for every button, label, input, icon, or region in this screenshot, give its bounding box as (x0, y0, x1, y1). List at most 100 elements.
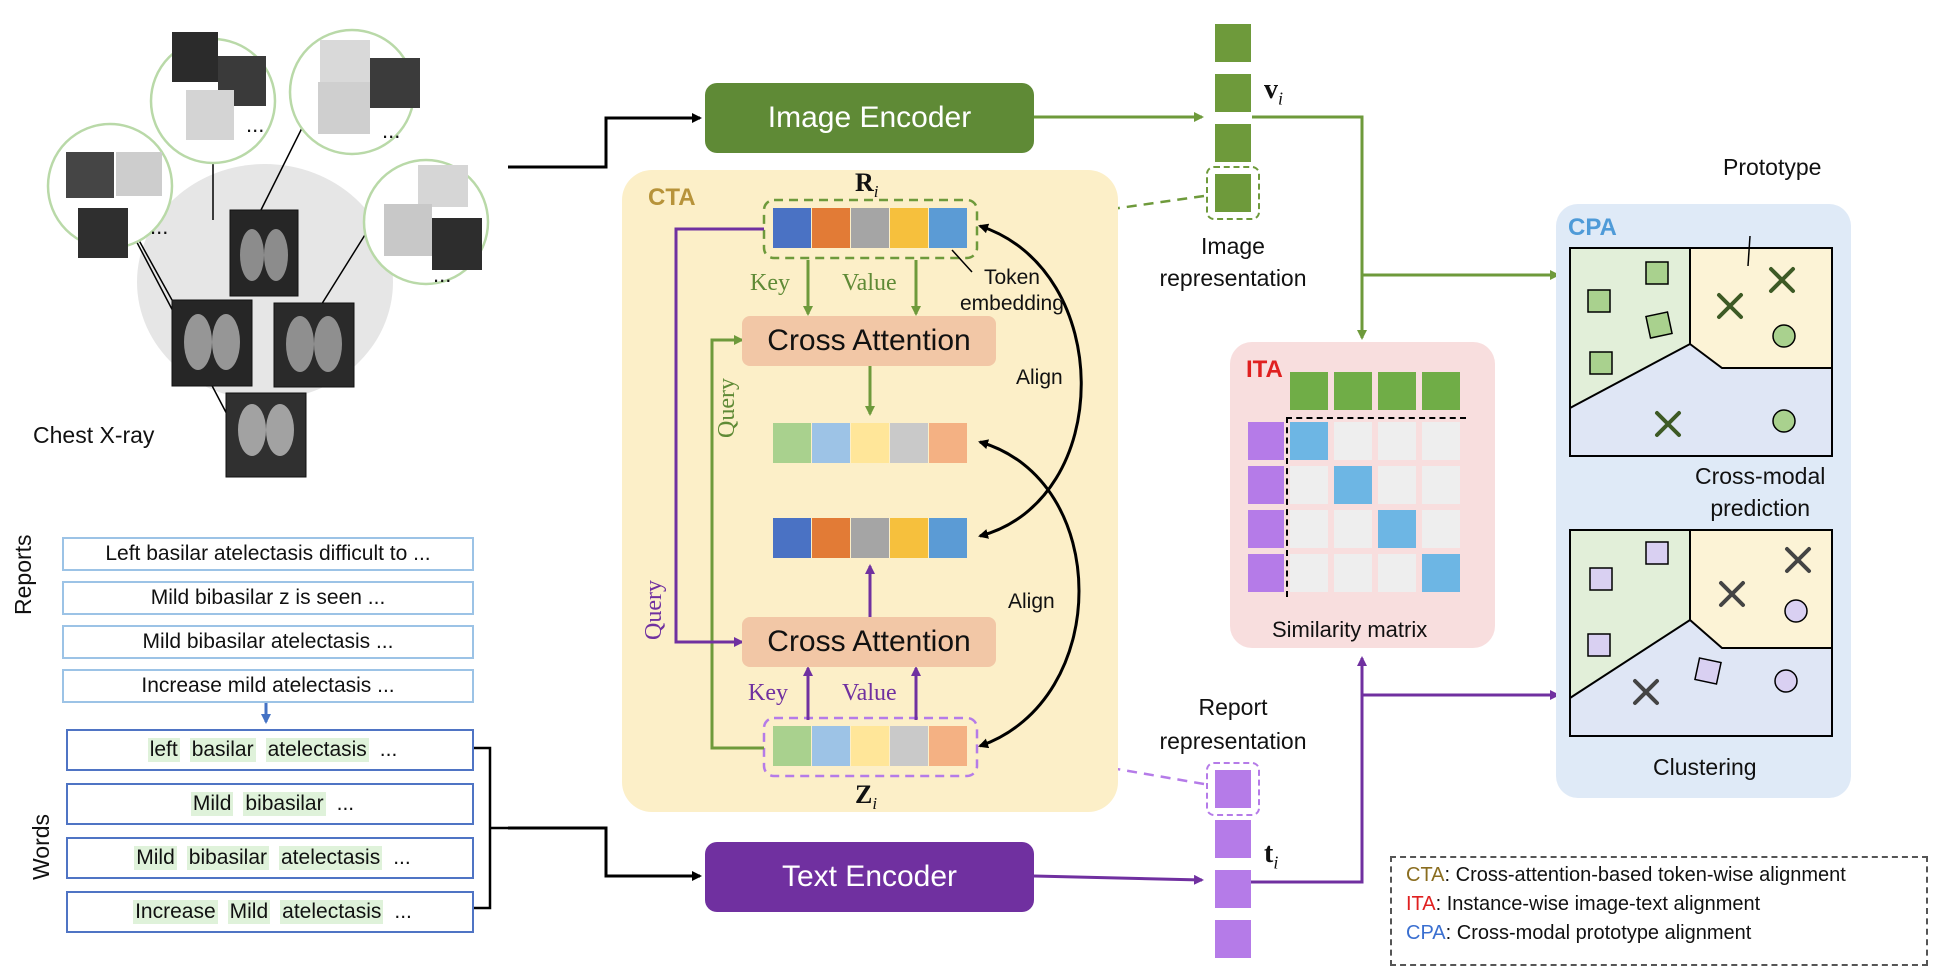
r-symbol: R (855, 168, 874, 197)
legend-text: : Cross-attention-based token-wise align… (1444, 864, 1846, 886)
representation-cell (1213, 122, 1253, 164)
image-feature-cell (1422, 372, 1460, 410)
matrix-cell (1290, 554, 1328, 592)
align-label-bottom: Align (1008, 590, 1055, 613)
token-cell (773, 423, 811, 463)
matrix-cell (1378, 554, 1416, 592)
report-item: Mild bibasilar atelectasis ... (62, 625, 474, 659)
r-label: Ri (855, 168, 879, 202)
dashed-highlight (1206, 166, 1260, 220)
token-cell (851, 423, 889, 463)
token-cell (890, 726, 928, 766)
image-representation-vector (1206, 22, 1260, 222)
token-cell (890, 423, 928, 463)
ellipsis: ... (433, 262, 452, 287)
similarity-matrix-caption: Similarity matrix (1272, 617, 1428, 642)
token-cell (773, 208, 811, 248)
word-token: bibasilar (186, 846, 269, 870)
v-subscript: i (1278, 88, 1284, 109)
token-cell (812, 208, 850, 248)
z-symbol: Z (855, 780, 873, 809)
token-cell (890, 208, 928, 248)
legend-abbr: CPA (1406, 922, 1446, 944)
token-cell (812, 726, 850, 766)
value-label-bottom: Value (842, 680, 897, 706)
token-embedding-line1: Token (983, 266, 1040, 289)
representation-cell (1213, 22, 1253, 64)
ellipsis: ... (246, 112, 265, 137)
query-label-green: Query (714, 378, 740, 438)
dashed-highlight (1206, 762, 1260, 816)
representation-cell (1213, 868, 1253, 910)
ellipsis: ... (150, 214, 169, 239)
word-token: basilar (189, 738, 256, 762)
word-token: Mild (190, 792, 234, 816)
vector-cell (1215, 124, 1251, 162)
cross-attention-top: Cross Attention (742, 316, 996, 366)
legend-item: CTA: Cross-attention-based token-wise al… (1406, 864, 1912, 887)
word-token: left (147, 738, 180, 762)
token-embedding-line2: embedding (960, 292, 1064, 315)
vector-cell (1215, 74, 1251, 112)
representation-cell-highlighted (1206, 166, 1260, 220)
vector-cell (1215, 770, 1251, 808)
report-representation-line1: Report (1198, 694, 1268, 720)
representation-cell (1213, 72, 1253, 114)
reports-label: Reports (10, 534, 36, 615)
matrix-cell (1290, 510, 1328, 548)
key-label-top: Key (750, 270, 790, 296)
matrix-cell (1422, 510, 1460, 548)
representation-cell-highlighted (1206, 762, 1260, 816)
query-label-purple: Query (641, 580, 667, 640)
image-feature-cell (1378, 372, 1416, 410)
word-more: ... (379, 738, 398, 761)
token-cell (929, 208, 967, 248)
token-cell (929, 423, 967, 463)
vector-cell (1215, 870, 1251, 908)
matrix-cell-diagonal (1422, 554, 1460, 592)
token-row-aligned-image (773, 518, 968, 558)
matrix-cell (1378, 466, 1416, 504)
image-representation-label: Image representation (1143, 230, 1323, 294)
cross-attention-bottom: Cross Attention (742, 617, 996, 667)
token-embedding-label: Token embedding (960, 265, 1064, 317)
vector-cell (1215, 24, 1251, 62)
image-representation-line1: Image (1201, 233, 1265, 259)
t-subscript: i (1273, 852, 1279, 873)
report-item: Left basilar atelectasis difficult to ..… (62, 537, 474, 571)
text-feature-cell (1248, 510, 1284, 548)
ita-title: ITA (1246, 356, 1283, 383)
text-feature-cell (1248, 466, 1284, 504)
words-label: Words (28, 813, 54, 880)
vector-cell (1215, 820, 1251, 858)
matrix-cell (1334, 510, 1372, 548)
word-token: atelectasis (280, 900, 384, 924)
legend-item: CPA: Cross-modal prototype alignment (1406, 922, 1912, 945)
word-token: bibasilar (243, 792, 326, 816)
align-label-top: Align (1016, 366, 1063, 389)
ellipsis: ... (382, 118, 401, 143)
report-representation-label: Report representation (1143, 690, 1323, 758)
report-representation-vector (1206, 762, 1260, 968)
legend-item: ITA: Instance-wise image-text alignment (1406, 893, 1912, 916)
token-cell (929, 518, 967, 558)
t-label: ti (1264, 838, 1278, 874)
word-more: ... (336, 792, 355, 815)
matrix-cell-diagonal (1334, 466, 1372, 504)
cta-title: CTA (648, 184, 696, 211)
v-label: vi (1264, 74, 1283, 110)
token-row-r (773, 208, 968, 248)
value-label-top: Value (842, 270, 897, 296)
report-item: Mild bibasilar z is seen ... (62, 581, 474, 615)
report-representation-line2: representation (1159, 728, 1307, 754)
matrix-cell (1378, 422, 1416, 460)
z-subscript: i (872, 794, 878, 814)
key-label-bottom: Key (748, 680, 788, 706)
legend: CTA: Cross-attention-based token-wise al… (1390, 856, 1928, 966)
report-item: Increase mild atelectasis ... (62, 669, 474, 703)
matrix-cell-diagonal (1378, 510, 1416, 548)
image-representation-line2: representation (1159, 265, 1307, 291)
word-token: atelectasis (265, 738, 369, 762)
